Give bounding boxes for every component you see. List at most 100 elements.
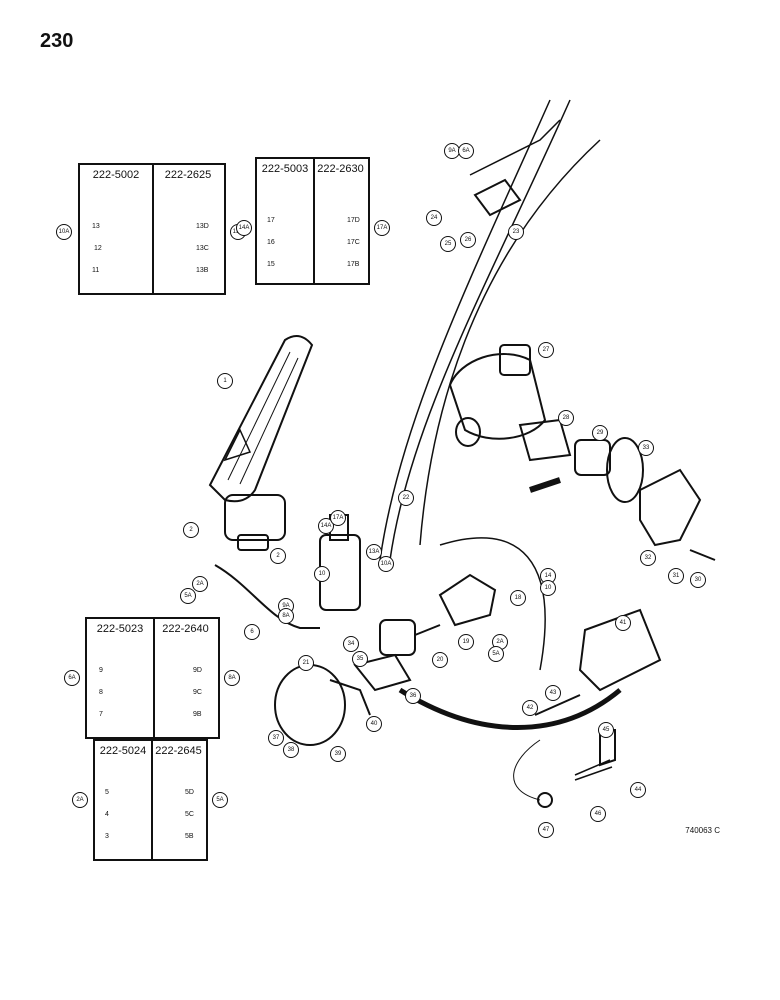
callout: 2 (183, 522, 199, 538)
kit-box-2: 222-5003 17 16 15 222-2630 17D 17C 17B (255, 157, 370, 285)
part-label: 17 (267, 217, 275, 224)
part-label: 5 (105, 789, 109, 796)
kit-column-left: 222-5002 13 12 11 (80, 165, 154, 293)
callout: 43 (545, 685, 561, 701)
callout: 10 (540, 580, 556, 596)
callout: 6 (244, 624, 260, 640)
part-label: 15 (267, 261, 275, 268)
callout: 45 (598, 722, 614, 738)
page-number: 230 (40, 30, 74, 52)
part-label: 13 (92, 223, 100, 230)
callout: 26 (460, 232, 476, 248)
part-label: 16 (267, 239, 275, 246)
part-label: 17C (347, 239, 360, 246)
callout: 36 (405, 688, 421, 704)
callout: 14A (236, 220, 252, 236)
part-label: 9C (193, 689, 202, 696)
callout: 2A (192, 576, 208, 592)
callout: 29 (592, 425, 608, 441)
callout: 34 (343, 636, 359, 652)
part-label: 12 (94, 245, 102, 252)
callout: 33 (638, 440, 654, 456)
callout: 31 (668, 568, 684, 584)
kit-box-4: 222-5024 5 4 3 222-2645 5D 5C 5B (93, 739, 208, 861)
callout: 13A (366, 544, 382, 560)
part-label: 11 (92, 267, 100, 274)
part-label: 9B (193, 711, 202, 718)
part-label: 8 (99, 689, 103, 696)
callout: 17A (330, 510, 346, 526)
callout: 47 (538, 822, 554, 838)
kit-part-number: 222-5003 (261, 163, 309, 175)
callout: 6A (64, 670, 80, 686)
callout: 35 (352, 651, 368, 667)
callout: 44 (630, 782, 646, 798)
callout: 8A (224, 670, 240, 686)
callout: 23 (508, 224, 524, 240)
kit-column-right: 222-2645 5D 5C 5B (151, 741, 206, 859)
callout: 1 (217, 373, 233, 389)
part-label: 3 (105, 833, 109, 840)
callout: 46 (590, 806, 606, 822)
callout: 41 (615, 615, 631, 631)
callout: 5A (212, 792, 228, 808)
callout: 28 (558, 410, 574, 426)
kit-part-number: 222-5024 (99, 745, 147, 757)
kit-part-number: 222-2630 (317, 163, 364, 175)
callout: 39 (330, 746, 346, 762)
part-label: 13C (196, 245, 209, 252)
kit-part-number: 222-2625 (164, 169, 212, 181)
callout: 40 (366, 716, 382, 732)
part-label: 4 (105, 811, 109, 818)
callout: 25 (440, 236, 456, 252)
callout: 5A (488, 646, 504, 662)
part-label: 13D (196, 223, 209, 230)
callout: 17A (374, 220, 390, 236)
callout: 30 (690, 572, 706, 588)
part-label: 7 (99, 711, 103, 718)
part-label: 9 (99, 667, 103, 674)
kit-column-right: 222-2630 17D 17C 17B (313, 159, 368, 283)
kit-column-left: 222-5003 17 16 15 (257, 159, 315, 283)
callout: 42 (522, 700, 538, 716)
callout: 32 (640, 550, 656, 566)
pedal-plate (208, 335, 314, 503)
kit-part-number: 222-5023 (96, 623, 144, 635)
callout: 20 (432, 652, 448, 668)
part-label: 5D (185, 789, 194, 796)
kit-column-left: 222-5023 9 8 7 (87, 619, 155, 737)
callout: 2 (270, 548, 286, 564)
callout: 10 (314, 566, 330, 582)
part-label: 5C (185, 811, 194, 818)
kit-box-3: 222-5023 9 8 7 222-2640 9D 9C 9B (85, 617, 220, 739)
callout: 24 (426, 210, 442, 226)
figure-code: 740063 C (685, 826, 720, 835)
callout: 5A (180, 588, 196, 604)
relay-valve (438, 573, 497, 627)
kit-part-number: 222-5002 (92, 169, 140, 181)
callout: 10A (378, 556, 394, 572)
callout: 18 (510, 590, 526, 606)
callout: 2A (72, 792, 88, 808)
callout: 37 (268, 730, 284, 746)
kit-part-number: 222-2645 (155, 745, 202, 757)
kit-box-1: 222-5002 13 12 11 222-2625 13D 13C 13B (78, 163, 226, 295)
part-label: 9D (193, 667, 202, 674)
part-label: 17B (347, 261, 360, 268)
kit-column-right: 222-2625 13D 13C 13B (152, 165, 224, 293)
part-label: 5B (185, 833, 194, 840)
callout: 27 (538, 342, 554, 358)
part-label: 13B (196, 267, 209, 274)
callout: 14A (318, 518, 334, 534)
callout: 22 (398, 490, 414, 506)
part-label: 17D (347, 217, 360, 224)
callout: 10A (56, 224, 72, 240)
callout: 19 (458, 634, 474, 650)
callout: 6A (458, 143, 474, 159)
callout: 21 (298, 655, 314, 671)
kit-column-left: 222-5024 5 4 3 (95, 741, 153, 859)
kit-column-right: 222-2640 9D 9C 9B (153, 619, 218, 737)
actuator (379, 619, 416, 656)
brake-valve (224, 494, 286, 541)
